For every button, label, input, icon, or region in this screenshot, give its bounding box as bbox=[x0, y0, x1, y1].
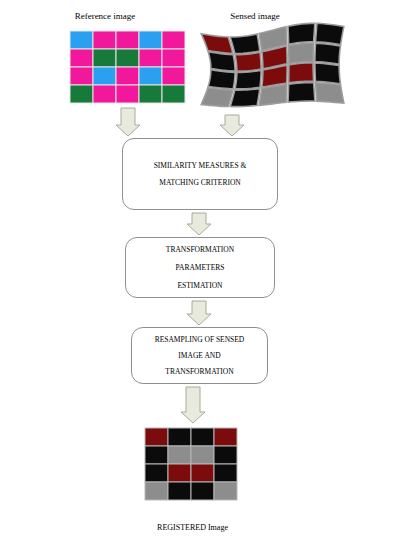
warped-grid-cell bbox=[208, 52, 235, 71]
image-panel: REGISTERED Image bbox=[140, 425, 245, 535]
warped-grid-cell bbox=[289, 63, 314, 83]
process-box: SIMILARITY MEASURES & MATCHING CRITERION bbox=[122, 138, 278, 210]
process-box: TRANSFORMATION PARAMETERS ESTIMATION bbox=[125, 237, 275, 298]
grid-cell bbox=[162, 67, 185, 85]
block-arrow bbox=[220, 115, 244, 136]
image-caption: Reference image bbox=[65, 11, 145, 22]
warped-grid-cell bbox=[208, 70, 235, 89]
grid-cell bbox=[70, 49, 93, 67]
box-label: SIMILARITY MEASURES & MATCHING CRITERION bbox=[151, 157, 249, 191]
grid-cell bbox=[214, 446, 237, 464]
grid-cell bbox=[70, 85, 93, 103]
sensed-grid bbox=[201, 23, 344, 106]
warped-grid-cell bbox=[235, 52, 261, 71]
grid-cell bbox=[168, 446, 191, 464]
grid-cell bbox=[139, 85, 162, 103]
grid-cell bbox=[145, 446, 168, 464]
warped-grid-cell bbox=[259, 84, 287, 105]
warped-grid-cell bbox=[288, 23, 315, 44]
grid-cell bbox=[116, 31, 139, 49]
warped-grid-cell bbox=[201, 34, 233, 54]
grid-cell bbox=[162, 31, 185, 49]
grid-cell bbox=[168, 482, 191, 500]
grid-cell bbox=[162, 85, 185, 103]
grid-cell bbox=[93, 49, 116, 67]
image-panel: Reference image bbox=[68, 8, 188, 105]
block-arrow bbox=[187, 301, 211, 325]
grid-cell bbox=[139, 67, 162, 85]
box-label: RESAMPLING OF SENSED IMAGE AND TRANSFORM… bbox=[150, 332, 250, 380]
warped-grid-cell bbox=[289, 43, 314, 63]
process-box: RESAMPLING OF SENSED IMAGE AND TRANSFORM… bbox=[131, 327, 268, 384]
grid-cell bbox=[116, 49, 139, 67]
block-arrow bbox=[181, 387, 205, 423]
grid-cell bbox=[191, 464, 214, 482]
warped-grid-cell bbox=[316, 83, 344, 103]
warped-grid-cell bbox=[201, 88, 233, 107]
image-panel: Sensed image bbox=[195, 8, 347, 112]
warped-grid-cell bbox=[262, 65, 287, 87]
warped-grid-cell bbox=[316, 23, 344, 44]
grid-cell bbox=[116, 67, 139, 85]
grid-cell bbox=[70, 31, 93, 49]
box-label: TRANSFORMATION PARAMETERS ESTIMATION bbox=[160, 241, 240, 295]
warped-grid-cell bbox=[315, 63, 341, 84]
grid-cell bbox=[93, 85, 116, 103]
image-caption: Sensed image bbox=[215, 11, 295, 22]
grid-cell bbox=[139, 49, 162, 67]
warped-grid-cell bbox=[315, 43, 341, 64]
grid-cell bbox=[70, 67, 93, 85]
grid-cell bbox=[214, 428, 237, 446]
warped-grid-cell bbox=[288, 83, 315, 102]
grid-cell bbox=[162, 49, 185, 67]
block-arrow bbox=[187, 213, 211, 235]
grid-cell bbox=[116, 85, 139, 103]
warped-grid-cell bbox=[230, 89, 260, 107]
image-caption: REGISTERED Image bbox=[140, 523, 245, 533]
grid-cell bbox=[191, 446, 214, 464]
grid-cell bbox=[168, 428, 191, 446]
grid-cell bbox=[168, 464, 191, 482]
grid-cell bbox=[139, 31, 162, 49]
warped-grid-cell bbox=[230, 34, 260, 53]
grid-cell bbox=[145, 464, 168, 482]
warped-grid-cell bbox=[235, 70, 261, 89]
grid-cell bbox=[93, 67, 116, 85]
grid-cell bbox=[93, 31, 116, 49]
reference-grid bbox=[70, 31, 185, 103]
grid-cell bbox=[145, 428, 168, 446]
grid-cell bbox=[145, 482, 168, 500]
grid-cell bbox=[191, 482, 214, 500]
grid-cell bbox=[214, 464, 237, 482]
grid-cell bbox=[214, 482, 237, 500]
registered-grid bbox=[145, 428, 237, 500]
block-arrow bbox=[116, 108, 140, 136]
grid-cell bbox=[191, 428, 214, 446]
